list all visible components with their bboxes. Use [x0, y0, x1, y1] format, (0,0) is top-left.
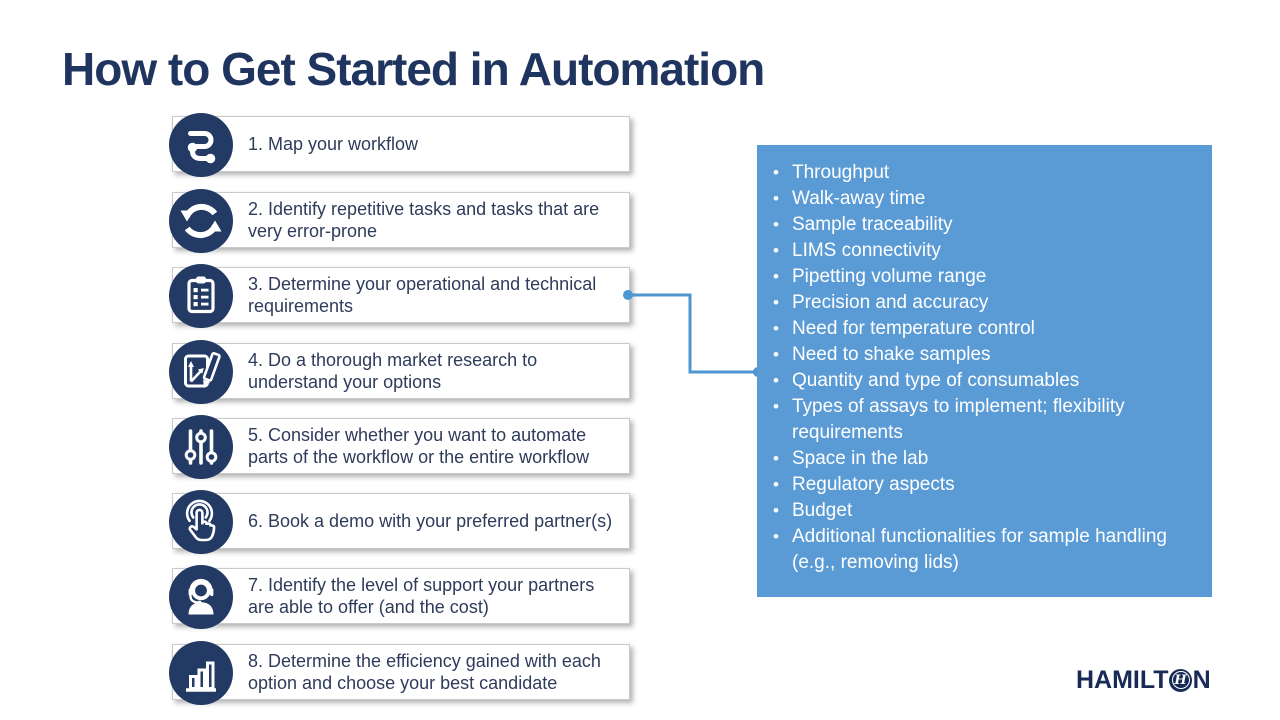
checklist-clipboard-icon [169, 264, 233, 328]
requirement-item: LIMS connectivity [771, 238, 1198, 264]
step-label: 1. Map your workflow [248, 134, 419, 154]
step-row-2: 2. Identify repetitive tasks and tasks t… [169, 189, 630, 253]
workflow-map-icon [169, 113, 233, 177]
step-row-8: 8. Determine the efficiency gained with … [169, 641, 630, 705]
logo-text-right: N [1192, 665, 1211, 694]
step-row-1: 1. Map your workflow [169, 113, 630, 177]
step-label: 6. Book a demo with your preferred partn… [248, 511, 613, 531]
support-agent-icon [169, 565, 233, 629]
step-row-5: 5. Consider whether you want to automate… [169, 415, 630, 479]
step-label: 7. Identify the level of support your pa… [248, 575, 595, 617]
requirement-item: Throughput [771, 160, 1198, 186]
requirement-item: Space in the lab [771, 446, 1198, 472]
requirement-item: Types of assays to implement; flexibilit… [771, 394, 1198, 446]
requirement-item: Regulatory aspects [771, 472, 1198, 498]
step-label: 2. Identify repetitive tasks and tasks t… [248, 199, 600, 241]
requirement-item: Budget [771, 498, 1198, 524]
hamilton-logo: HAMILT H N [1076, 666, 1211, 694]
requirement-item: Additional functionalities for sample ha… [771, 524, 1198, 576]
step-row-6: 6. Book a demo with your preferred partn… [169, 490, 630, 554]
market-research-icon [169, 340, 233, 404]
step-row-4: 4. Do a thorough market research to unde… [169, 340, 630, 404]
sliders-icon [169, 415, 233, 479]
hamilton-o-mark-icon: H [1169, 668, 1193, 692]
page-title: How to Get Started in Automation [62, 43, 765, 95]
requirement-item: Need for temperature control [771, 316, 1198, 342]
requirements-callout: Throughput Walk-away time Sample traceab… [757, 145, 1212, 597]
logo-text-left: HAMILT [1076, 665, 1169, 694]
requirement-item: Precision and accuracy [771, 290, 1198, 316]
step-label: 4. Do a thorough market research to unde… [248, 350, 538, 392]
requirement-item: Quantity and type of consumables [771, 368, 1198, 394]
requirement-item: Pipetting volume range [771, 264, 1198, 290]
requirement-item: Sample traceability [771, 212, 1198, 238]
requirements-list: Throughput Walk-away time Sample traceab… [771, 160, 1198, 576]
requirement-item: Need to shake samples [771, 342, 1198, 368]
step-label: 8. Determine the efficiency gained with … [248, 651, 601, 693]
step-row-7: 7. Identify the level of support your pa… [169, 565, 630, 629]
requirement-item: Walk-away time [771, 186, 1198, 212]
logo-h-glyph: H [1174, 672, 1187, 688]
repeat-cycle-icon [169, 189, 233, 253]
step-row-3: 3. Determine your operational and techni… [169, 264, 630, 328]
step-label: 5. Consider whether you want to automate… [248, 425, 590, 467]
bar-chart-icon [169, 641, 233, 705]
step-label: 3. Determine your operational and techni… [248, 274, 597, 316]
tap-click-icon [169, 490, 233, 554]
connector-line [623, 290, 763, 377]
